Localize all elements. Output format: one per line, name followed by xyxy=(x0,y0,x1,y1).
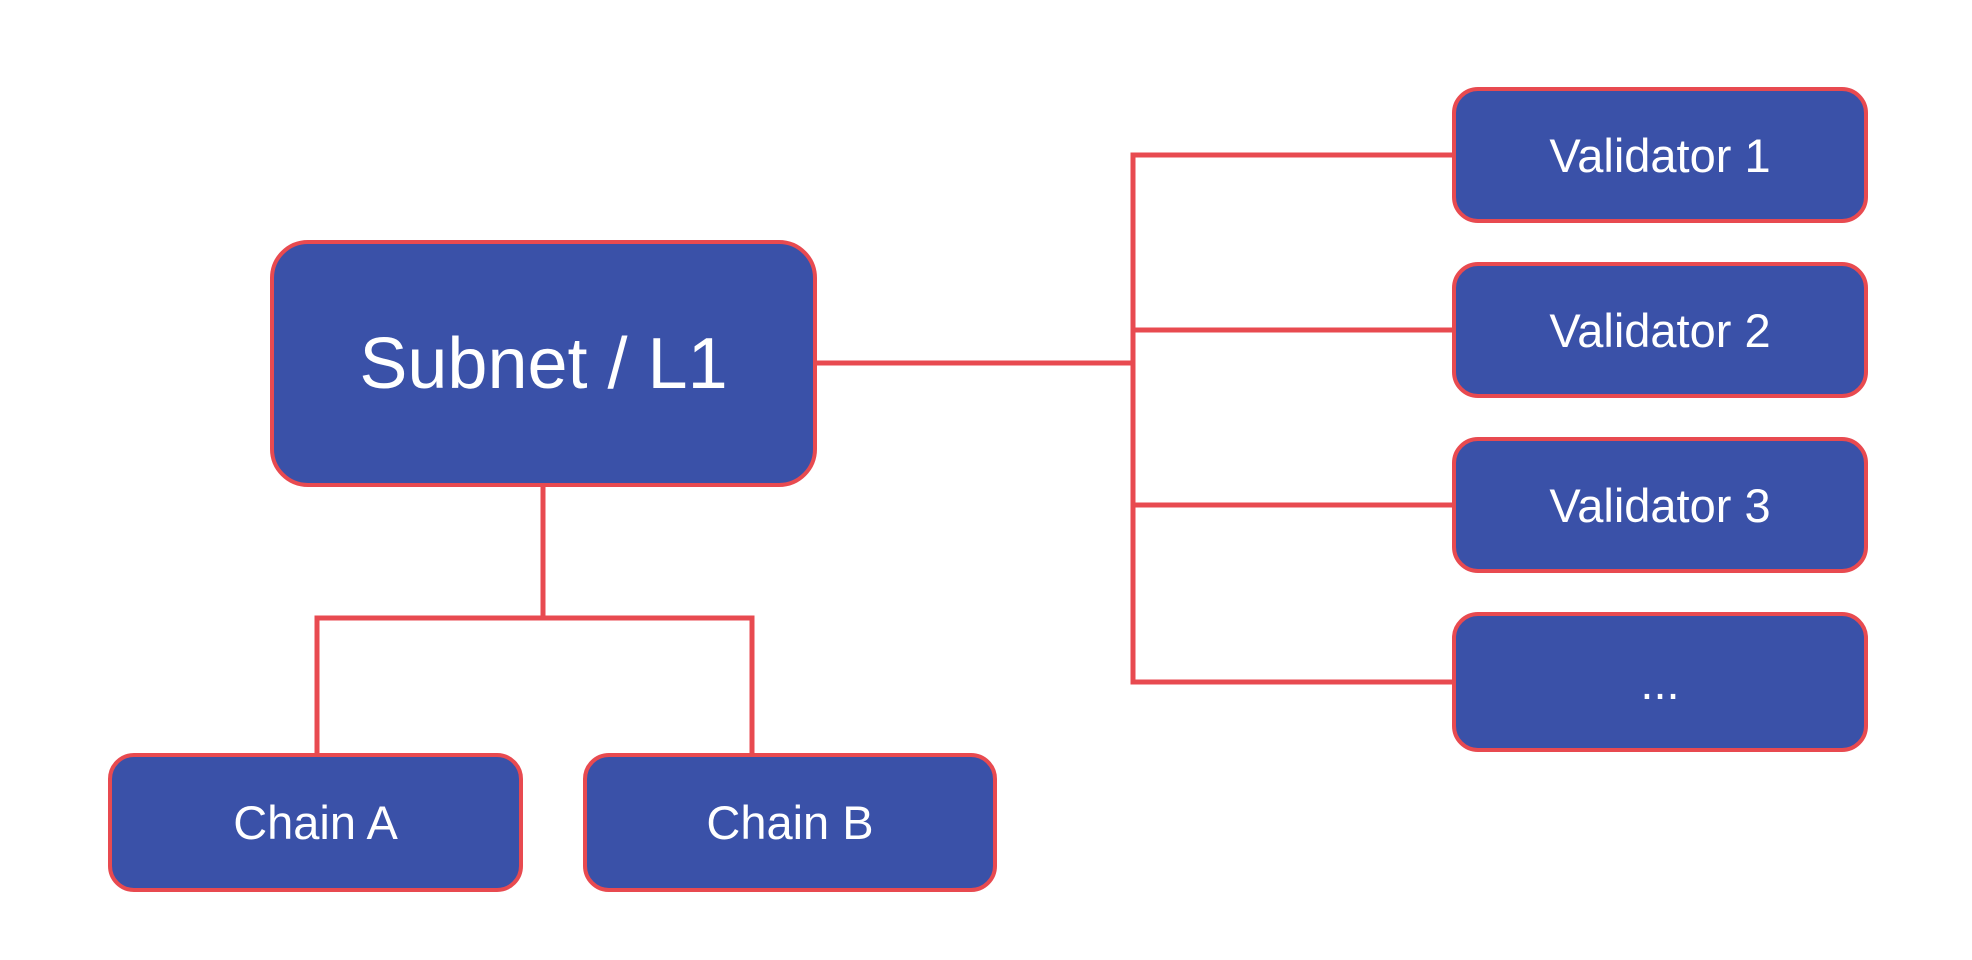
node-validator-3: Validator 3 xyxy=(1452,437,1868,573)
node-validator-2: Validator 2 xyxy=(1452,262,1868,398)
node-chain-b: Chain B xyxy=(583,753,997,892)
node-validator-2-label: Validator 2 xyxy=(1549,303,1771,357)
node-validator-1: Validator 1 xyxy=(1452,87,1868,223)
edge-trunk-validator-1-and-more xyxy=(1130,152,1452,685)
node-validator-more-label: ... xyxy=(1640,655,1680,709)
node-chain-a: Chain A xyxy=(108,753,523,892)
node-subnet-l1: Subnet / L1 xyxy=(270,240,817,487)
edge-tee-to-chains xyxy=(314,615,755,753)
node-subnet-l1-label: Subnet / L1 xyxy=(359,323,728,404)
node-chain-a-label: Chain A xyxy=(233,796,398,849)
node-chain-b-label: Chain B xyxy=(706,796,874,849)
node-validator-more: ... xyxy=(1452,612,1868,752)
node-validator-1-label: Validator 1 xyxy=(1549,128,1771,182)
node-validator-3-label: Validator 3 xyxy=(1549,478,1771,532)
